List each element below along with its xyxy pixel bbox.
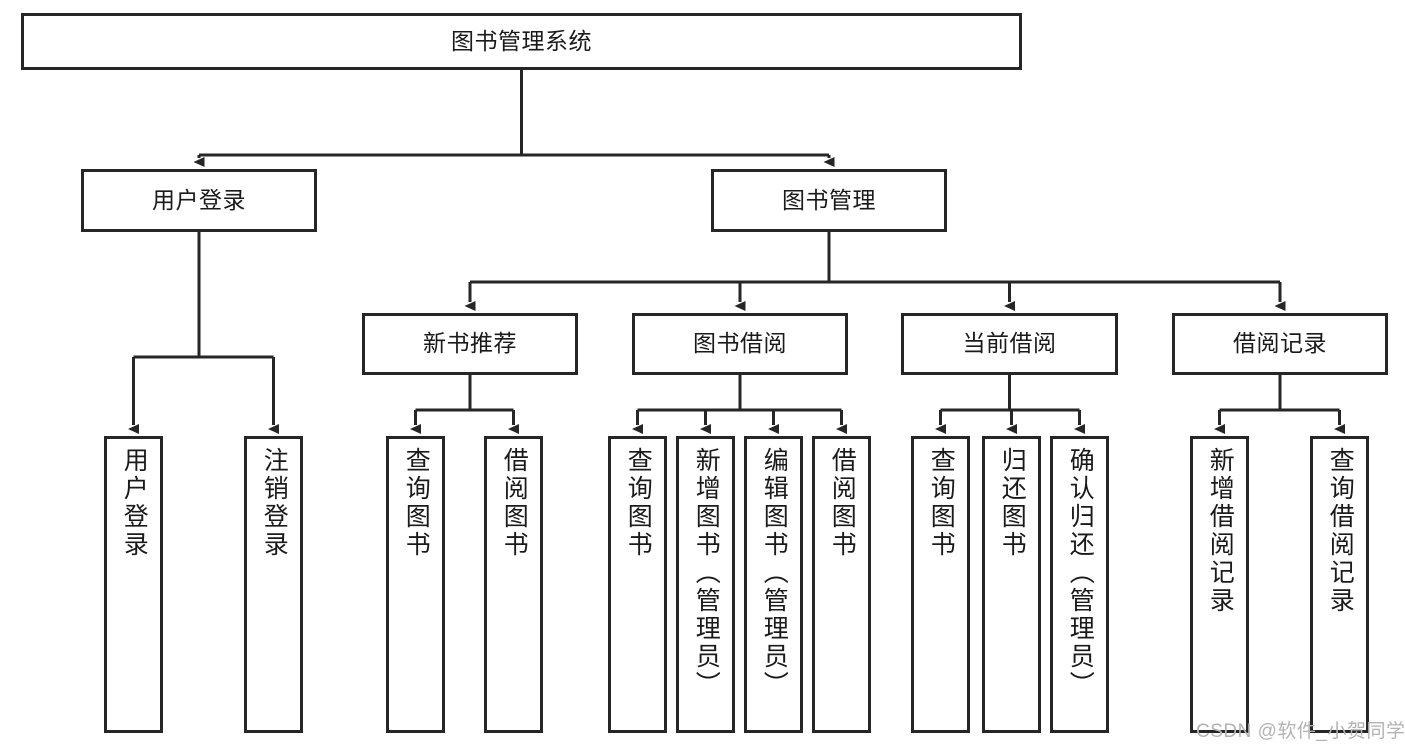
csdn-watermark: CSDN @软件_小贺同学 — [1196, 721, 1405, 742]
leaf-edit-book-label: 编辑图书（管理员） — [760, 447, 789, 699]
leaf-query-book-current-label: 查询图书 — [927, 447, 956, 559]
leaf-add-book[interactable]: 新增图书（管理员） — [676, 436, 735, 733]
leaf-query-book-borrow-label: 查询图书 — [624, 447, 653, 559]
leaf-edit-book[interactable]: 编辑图书（管理员） — [744, 436, 803, 733]
leaf-user-login-label: 用户登录 — [120, 447, 149, 559]
leaf-borrow-book[interactable]: 借阅图书 — [812, 436, 871, 733]
node-current-borrow[interactable]: 当前借阅 — [901, 313, 1118, 375]
node-root-label: 图书管理系统 — [451, 27, 592, 54]
node-book-manage[interactable]: 图书管理 — [711, 169, 947, 232]
node-borrow-record-label: 借阅记录 — [1233, 330, 1327, 357]
leaf-add-book-label: 新增图书（管理员） — [692, 447, 721, 699]
leaf-user-login[interactable]: 用户登录 — [104, 436, 163, 733]
node-book-borrow-label: 图书借阅 — [693, 330, 787, 357]
leaf-return-book[interactable]: 归还图书 — [982, 436, 1041, 733]
leaf-query-book-rec-label: 查询图书 — [402, 447, 431, 559]
leaf-borrow-book-rec-label: 借阅图书 — [500, 447, 529, 559]
leaf-borrow-book-label: 借阅图书 — [828, 447, 857, 559]
leaf-logout-label: 注销登录 — [260, 447, 289, 559]
node-new-book-rec[interactable]: 新书推荐 — [362, 313, 578, 375]
node-user-login-label: 用户登录 — [152, 186, 246, 213]
leaf-return-book-label: 归还图书 — [998, 447, 1027, 559]
node-borrow-record[interactable]: 借阅记录 — [1172, 313, 1388, 375]
node-current-borrow-label: 当前借阅 — [962, 330, 1057, 357]
leaf-logout[interactable]: 注销登录 — [244, 436, 303, 733]
leaf-add-record-label: 新增借阅记录 — [1206, 447, 1235, 615]
leaf-query-book-rec[interactable]: 查询图书 — [386, 436, 445, 733]
node-book-borrow[interactable]: 图书借阅 — [632, 313, 848, 375]
leaf-query-book-current[interactable]: 查询图书 — [911, 436, 970, 733]
leaf-confirm-return-label: 确认归还（管理员） — [1066, 447, 1095, 699]
leaf-borrow-book-rec[interactable]: 借阅图书 — [484, 436, 543, 733]
leaf-query-book-borrow[interactable]: 查询图书 — [608, 436, 667, 733]
leaf-query-record-label: 查询借阅记录 — [1326, 447, 1355, 615]
node-root[interactable]: 图书管理系统 — [21, 13, 1022, 70]
node-new-book-rec-label: 新书推荐 — [423, 330, 517, 357]
leaf-confirm-return[interactable]: 确认归还（管理员） — [1050, 436, 1109, 733]
node-book-manage-label: 图书管理 — [782, 186, 876, 213]
leaf-query-record[interactable]: 查询借阅记录 — [1310, 436, 1369, 733]
node-user-login[interactable]: 用户登录 — [81, 169, 317, 232]
leaf-add-record[interactable]: 新增借阅记录 — [1190, 436, 1249, 733]
